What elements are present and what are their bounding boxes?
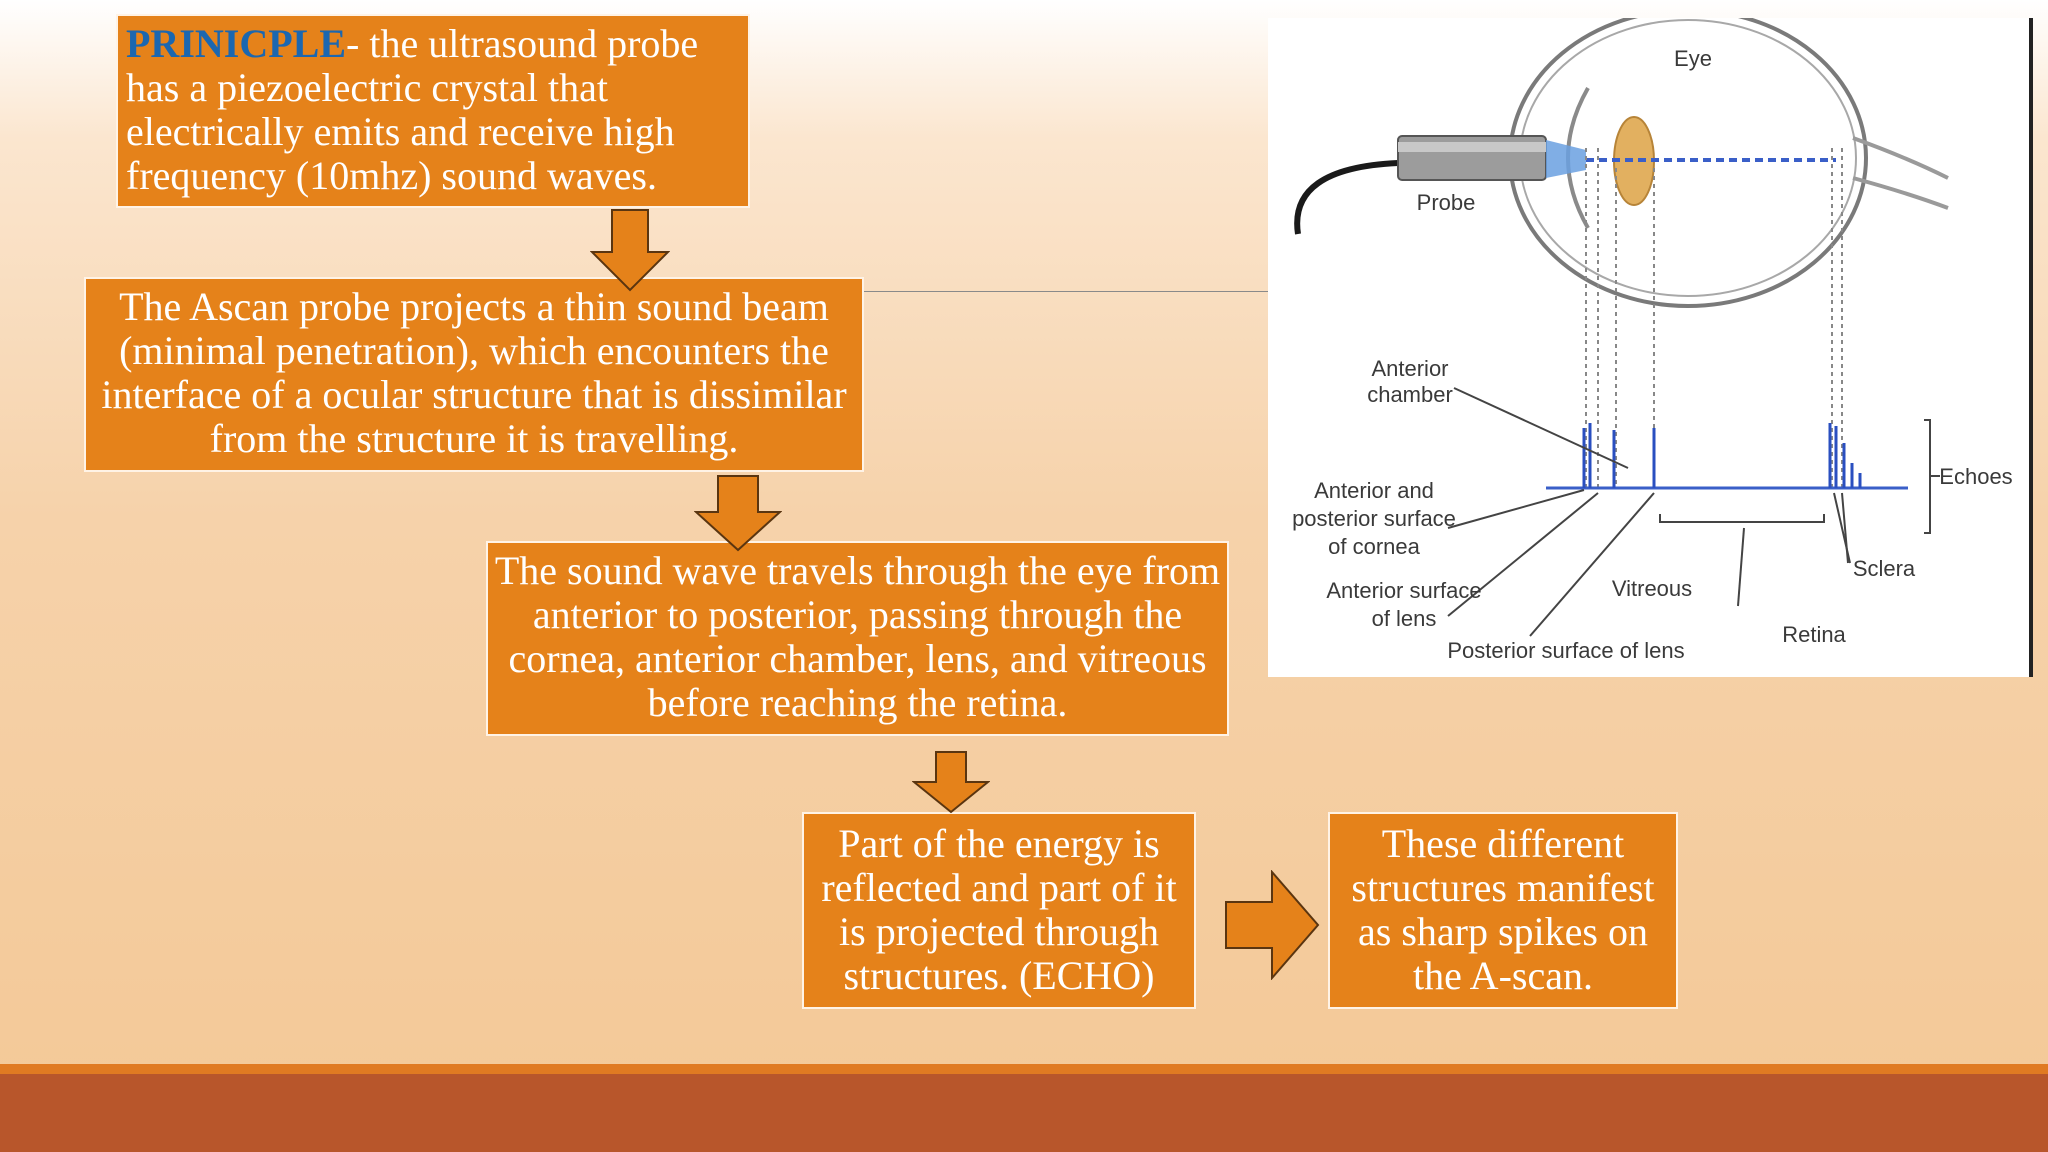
down-arrow-icon [694, 475, 782, 552]
label-post-lens: Posterior surface of lens [1447, 638, 1684, 663]
footer-accent-stripe [0, 1064, 2048, 1074]
label-retina: Retina [1782, 622, 1846, 647]
label-ant-lens-2: of lens [1372, 606, 1437, 631]
step-ascan-probe-box: The Ascan probe projects a thin sound be… [84, 277, 864, 472]
step-spikes-box: These different structures manifest as s… [1328, 812, 1678, 1009]
label-echoes: Echoes [1939, 464, 2012, 489]
step-sound-wave-text: The sound wave travels through the eye f… [494, 548, 1221, 725]
label-ant-lens-1: Anterior surface [1326, 578, 1481, 603]
principle-box: PRINICPLE- the ultrasound probe has a pi… [116, 14, 750, 208]
label-eye: Eye [1674, 46, 1712, 71]
label-cornea-3: of cornea [1328, 534, 1420, 559]
step-spikes-text: These different structures manifest as s… [1351, 821, 1655, 998]
principle-heading: PRINICPLE [126, 21, 347, 66]
eye-ascan-illustration: Eye Probe Anterior chamber Anterior and … [1292, 8, 2033, 677]
footer-bar [0, 1074, 2048, 1152]
right-arrow-icon [1225, 870, 1320, 980]
down-arrow-icon [590, 209, 670, 292]
step-echo-text: Part of the energy is reflected and part… [821, 821, 1177, 998]
connector-line [864, 291, 1270, 292]
down-arrow-icon [912, 751, 990, 814]
step-echo-box: Part of the energy is reflected and part… [802, 812, 1196, 1009]
label-cornea-1: Anterior and [1314, 478, 1434, 503]
label-probe: Probe [1417, 190, 1476, 215]
step-ascan-probe-text: The Ascan probe projects a thin sound be… [101, 284, 847, 461]
principle-text: - the ultrasound probe has a piezoelectr… [126, 21, 699, 198]
label-cornea-2: posterior surface [1292, 506, 1456, 531]
label-anterior-chamber-2: chamber [1367, 382, 1453, 407]
label-sclera: Sclera [1853, 556, 1916, 581]
eye-ascan-figure: Eye Probe Anterior chamber Anterior and … [1268, 8, 2033, 677]
label-anterior-chamber-1: Anterior [1371, 356, 1448, 381]
step-sound-wave-box: The sound wave travels through the eye f… [486, 541, 1229, 736]
label-vitreous: Vitreous [1612, 576, 1692, 601]
